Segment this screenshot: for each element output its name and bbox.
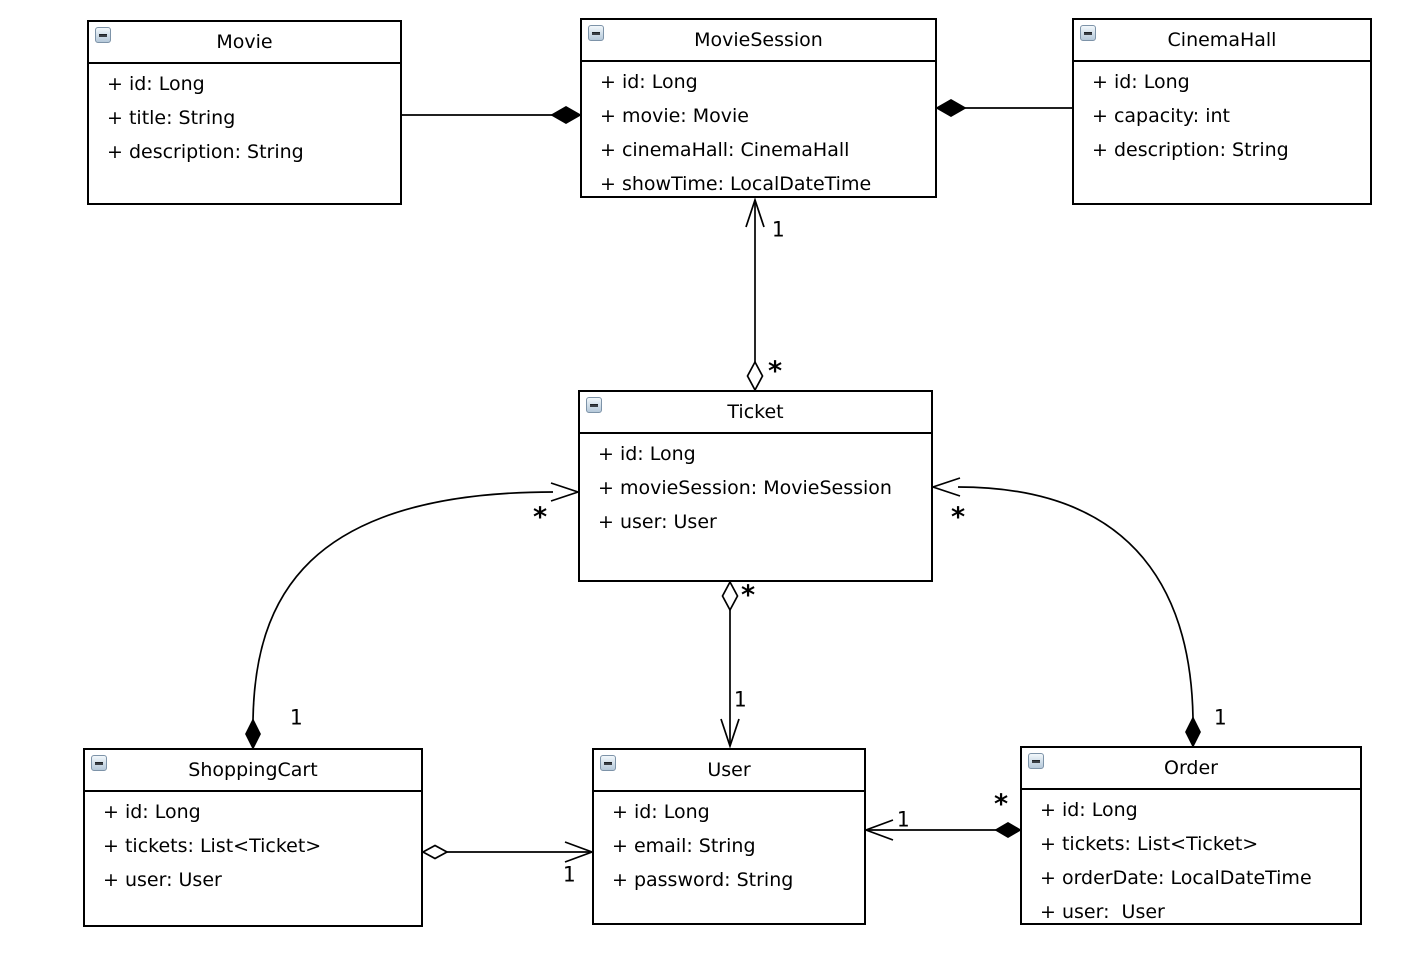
multiplicity-label: 1 [289,705,303,730]
class-header: Movie [89,22,400,64]
minus-glyph [1032,760,1040,763]
class-title: ShoppingCart [188,759,318,781]
class-title: CinemaHall [1167,29,1277,51]
connector-cinemahall-moviesession[interactable] [935,99,1072,117]
minus-glyph [590,404,598,407]
class-title: Order [1164,757,1218,779]
multiplicity-label: 1 [1213,705,1227,730]
minus-glyph [604,762,612,765]
open-arrow-icon [550,482,581,502]
attribute-list: + id: Long + tickets: List<Ticket> + ord… [1022,790,1360,929]
attribute: + movieSession: MovieSession [598,477,892,499]
class-header: ShoppingCart [85,750,421,792]
attribute-list: + id: Long + title: String + description… [89,64,400,169]
minus-glyph [95,762,103,765]
multiplicity-label: 1 [771,217,785,242]
class-ticket[interactable]: Ticket + id: Long + movieSession: MovieS… [578,390,933,582]
connector-ticket-moviesession[interactable] [745,197,765,392]
attribute: + user: User [598,511,717,533]
class-user[interactable]: User + id: Long + email: String + passwo… [592,748,866,925]
multiplicity-label: * [950,501,966,533]
class-cinemahall[interactable]: CinemaHall + id: Long + capacity: int + … [1072,18,1372,205]
class-title: Ticket [727,401,784,423]
attribute: + user: User [103,869,222,891]
collapse-icon[interactable] [1080,25,1096,41]
filled-diamond-icon [935,99,967,117]
open-arrow-icon [863,819,894,841]
multiplicity-label: 1 [562,862,576,887]
attribute-list: + id: Long + movieSession: MovieSession … [580,434,931,539]
attribute: + description: String [107,141,304,163]
attribute: + user: User [1040,901,1165,923]
class-header: CinemaHall [1074,20,1370,62]
attribute: + orderDate: LocalDateTime [1040,867,1312,889]
open-arrow-icon [745,197,765,228]
class-header: User [594,750,864,792]
collapse-icon[interactable] [95,27,111,43]
class-header: Ticket [580,392,931,434]
collapse-icon[interactable] [586,397,602,413]
class-title: MovieSession [694,29,823,51]
class-movie[interactable]: Movie + id: Long + title: String + descr… [87,20,402,205]
filled-diamond-icon [1185,716,1201,748]
attribute: + showTime: LocalDateTime [600,173,872,195]
open-diamond-icon [721,580,739,612]
attribute-list: + id: Long + tickets: List<Ticket> + use… [85,792,421,897]
multiplicity-label: * [532,501,548,533]
attribute: + description: String [1092,139,1289,161]
collapse-icon[interactable] [588,25,604,41]
attribute-list: + id: Long + capacity: int + description… [1074,62,1370,167]
attribute: + cinemaHall: CinemaHall [600,139,850,161]
attribute: + id: Long [612,801,710,823]
open-arrow-icon [720,718,740,749]
attribute: + capacity: int [1092,105,1231,127]
multiplicity-label: 1 [896,807,910,832]
class-title: Movie [216,31,273,53]
multiplicity-label: * [740,579,756,611]
attribute: + id: Long [1092,71,1190,93]
attribute: + movie: Movie [600,105,749,127]
collapse-icon[interactable] [1028,753,1044,769]
attribute: + email: String [612,835,756,857]
class-shoppingcart[interactable]: ShoppingCart + id: Long + tickets: List<… [83,748,423,927]
collapse-icon[interactable] [91,755,107,771]
class-header: MovieSession [582,20,935,62]
connector-ticket-user[interactable] [720,580,740,749]
attribute: + tickets: List<Ticket> [103,835,322,857]
attribute: + id: Long [600,71,698,93]
class-header: Order [1022,748,1360,790]
open-diamond-icon [421,844,449,860]
class-title: User [707,759,751,781]
multiplicity-label: 1 [733,687,747,712]
open-diamond-icon [746,360,764,392]
attribute: + tickets: List<Ticket> [1040,833,1259,855]
multiplicity-label: * [993,788,1009,820]
multiplicity-label: * [767,355,783,387]
connector-shoppingcart-user[interactable] [421,841,595,863]
filled-diamond-icon [550,106,582,124]
connector-order-ticket[interactable] [930,477,1201,748]
class-moviesession[interactable]: MovieSession + id: Long + movie: Movie +… [580,18,937,198]
minus-glyph [1084,32,1092,35]
attribute: + id: Long [1040,799,1138,821]
attribute-list: + id: Long + movie: Movie + cinemaHall: … [582,62,935,201]
collapse-icon[interactable] [600,755,616,771]
class-order[interactable]: Order + id: Long + tickets: List<Ticket>… [1020,746,1362,925]
attribute: + password: String [612,869,794,891]
connector-order-user[interactable] [863,819,1022,841]
attribute: + id: Long [107,73,205,95]
open-arrow-icon [930,477,961,497]
minus-glyph [99,34,107,37]
filled-diamond-icon [245,718,261,750]
attribute: + id: Long [598,443,696,465]
filled-diamond-icon [994,822,1022,838]
attribute: + title: String [107,107,236,129]
minus-glyph [592,32,600,35]
connector-movie-moviesession[interactable] [402,106,582,124]
open-arrow-icon [564,841,595,863]
attribute-list: + id: Long + email: String + password: S… [594,792,864,897]
attribute: + id: Long [103,801,201,823]
